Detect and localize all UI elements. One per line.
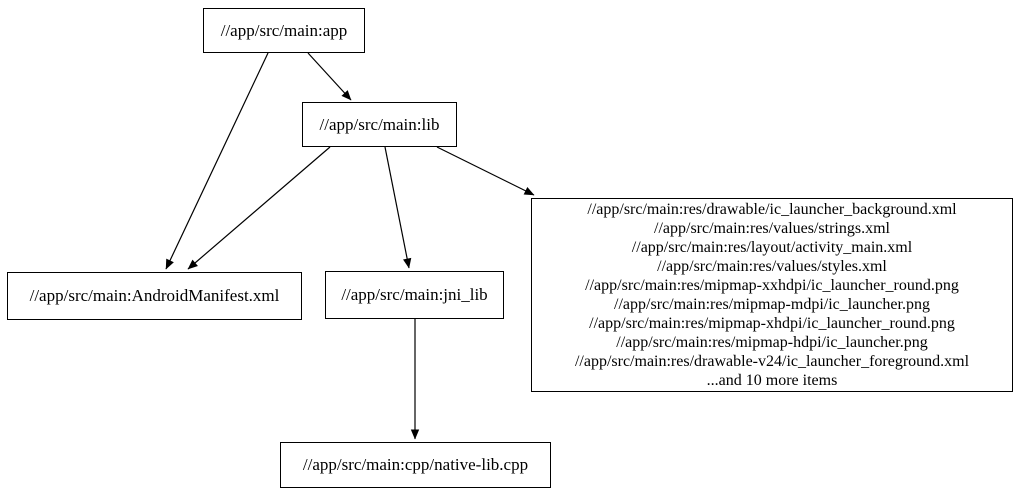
node-jni-lib: //app/src/main:jni_lib [325, 271, 504, 319]
resource-line: //app/src/main:res/mipmap-hdpi/ic_launch… [616, 334, 928, 351]
node-android-manifest-label: //app/src/main:AndroidManifest.xml [29, 286, 280, 305]
resource-line: //app/src/main:res/mipmap-xxhdpi/ic_laun… [585, 277, 959, 294]
resource-line: //app/src/main:res/drawable-v24/ic_launc… [574, 353, 970, 370]
resource-line: //app/src/main:res/drawable/ic_launcher_… [587, 201, 957, 218]
node-cpp-native-lib-label: //app/src/main:cpp/native-lib.cpp [302, 455, 529, 474]
node-app-label: //app/src/main:app [220, 20, 348, 40]
node-app: //app/src/main:app [203, 8, 365, 53]
resource-line: //app/src/main:res/mipmap-xhdpi/ic_launc… [589, 315, 955, 332]
resource-line: //app/src/main:res/layout/activity_main.… [631, 239, 913, 256]
edge-lib-to-jni-lib [384, 146, 412, 269]
node-cpp-native-lib: //app/src/main:cpp/native-lib.cpp [280, 442, 551, 488]
node-jni-lib-label: //app/src/main:jni_lib [341, 285, 488, 304]
resource-line-more: ...and 10 more items [706, 372, 838, 389]
node-android-manifest: //app/src/main:AndroidManifest.xml [7, 272, 302, 320]
edge-lib-to-manifest [187, 146, 331, 270]
resource-line: //app/src/main:res/values/styles.xml [657, 258, 887, 275]
node-lib-label: //app/src/main:lib [319, 114, 440, 134]
edge-lib-to-resources [436, 146, 535, 196]
node-lib: //app/src/main:lib [302, 102, 457, 147]
edge-app-to-manifest [165, 52, 269, 270]
resource-line: //app/src/main:res/mipmap-mdpi/ic_launch… [614, 296, 930, 313]
edge-app-to-lib [307, 52, 352, 101]
node-resources-group: //app/src/main:res/drawable/ic_launcher_… [531, 198, 1013, 392]
resource-line: //app/src/main:res/values/strings.xml [654, 220, 890, 237]
